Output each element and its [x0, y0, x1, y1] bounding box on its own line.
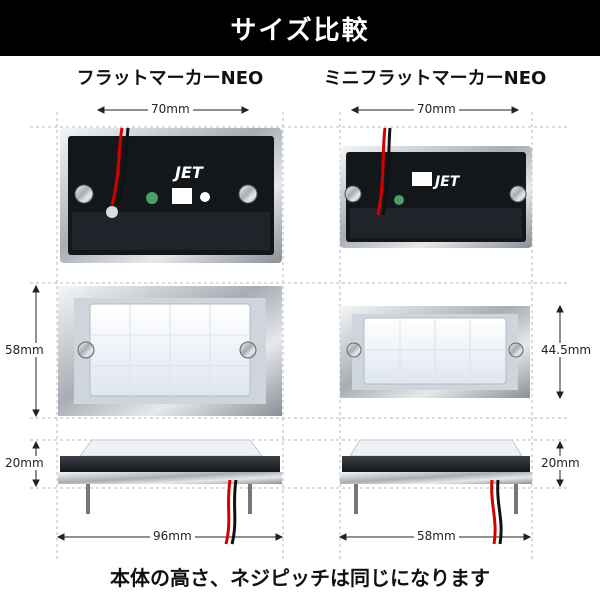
- width-label-mini-flat-marker: 70mm: [414, 102, 459, 116]
- mini-flat-marker-side-view: [340, 439, 532, 545]
- depth-label-flat-marker: 20mm: [2, 456, 47, 470]
- jet-logo-right: JET: [432, 174, 461, 190]
- title-banner: サイズ比較: [0, 0, 600, 56]
- flat-marker-side-view: [58, 439, 282, 545]
- base-label-mini-flat-marker: 58mm: [414, 529, 459, 543]
- footer-caption: 本体の高さ、ネジピッチは同じになります: [0, 556, 600, 596]
- banner-title: サイズ比較: [230, 15, 370, 46]
- column-title-mini-flat-marker: ミニフラットマーカーNEO: [323, 68, 547, 89]
- depth-label-mini-flat-marker: 20mm: [538, 456, 583, 470]
- height-label-flat-marker: 58mm: [2, 343, 47, 357]
- flat-marker-front-view: [58, 286, 282, 416]
- column-title-flat-marker: フラットマーカーNEO: [76, 68, 264, 89]
- base-label-flat-marker: 96mm: [150, 529, 195, 543]
- flat-marker-back-view: JET: [60, 127, 282, 263]
- mini-flat-marker-back-view: JET: [340, 127, 532, 248]
- jet-logo-left: JET: [172, 163, 204, 182]
- height-label-mini-flat-marker: 44.5mm: [538, 343, 595, 357]
- footer-caption-text: 本体の高さ、ネジピッチは同じになります: [110, 565, 490, 590]
- width-label-flat-marker: 70mm: [148, 102, 193, 116]
- mini-flat-marker-front-view: [340, 306, 530, 398]
